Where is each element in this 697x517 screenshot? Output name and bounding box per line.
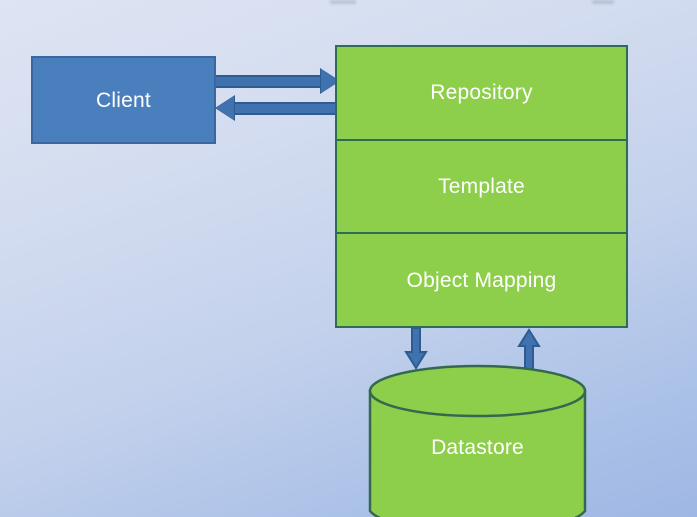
node-service-panel: Repository Template Object Mapping (335, 45, 628, 328)
node-client-label: Client (96, 88, 151, 112)
panel-section-template[interactable]: Template (337, 138, 626, 233)
arrow-head-right-icon (321, 69, 339, 93)
cylinder-shape-icon (368, 364, 587, 517)
panel-section-repository[interactable]: Repository (337, 47, 626, 139)
panel-section-object-mapping-label: Object Mapping (406, 268, 557, 292)
node-datastore-label: Datastore (431, 436, 524, 459)
cropped-title-remnant (330, 0, 356, 4)
arrow-head-left-icon (216, 96, 234, 120)
panel-section-repository-label: Repository (430, 81, 533, 105)
cropped-title-remnant (592, 0, 614, 4)
arrow-up-icon (517, 328, 541, 371)
arrow-shaft (216, 75, 324, 88)
node-datastore-label-wrap: Datastore (368, 437, 587, 459)
node-datastore[interactable]: Datastore (368, 364, 587, 517)
arrow-datastore-to-object-mapping (517, 328, 541, 371)
arrow-repository-to-client (215, 95, 340, 121)
arrow-down-icon (404, 327, 428, 370)
arrow-object-mapping-to-datastore (404, 327, 428, 370)
panel-section-object-mapping[interactable]: Object Mapping (337, 232, 626, 327)
arrow-shaft (232, 102, 340, 115)
node-client[interactable]: Client (31, 56, 216, 144)
arrow-client-to-repository (216, 68, 340, 94)
panel-section-template-label: Template (438, 175, 525, 198)
